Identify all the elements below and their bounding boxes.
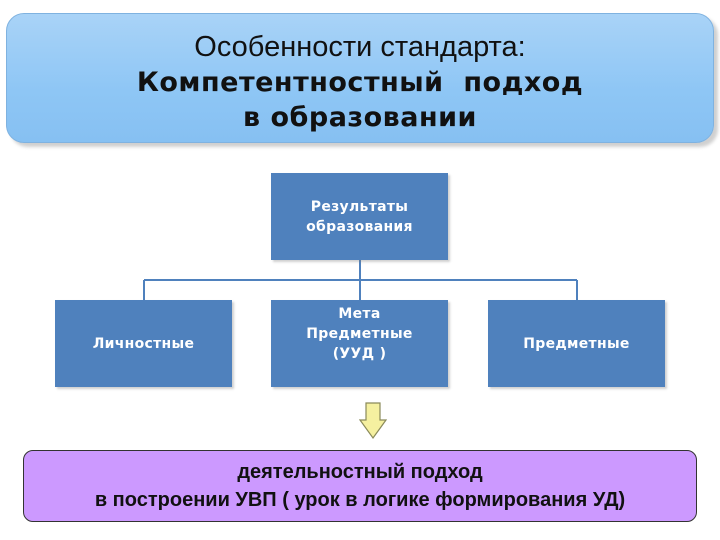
child-box-metasubject: Мета Предметные (УУД )	[271, 300, 448, 387]
conclusion-line-1: деятельностный подход	[237, 461, 483, 483]
title-line-1: Особенности стандарта:	[194, 31, 526, 63]
title-line-3: в образовании	[243, 102, 477, 133]
child-box-label: Предметные	[523, 335, 630, 352]
title-line-2: Компетентностный подход	[136, 67, 584, 98]
conclusion-line-2: в построении УВП ( урок в логике формиро…	[94, 489, 626, 511]
child-box-subject: Предметные	[488, 300, 665, 387]
child-box-label: Мета Предметные (УУД )	[306, 305, 413, 362]
root-box-label: Результаты образования	[306, 198, 413, 235]
child-box-personal: Личностные	[55, 300, 232, 387]
child-box-label: Личностные	[92, 335, 195, 352]
title-banner: Особенности стандарта: Компетентностный …	[6, 13, 714, 143]
root-box: Результаты образования	[271, 173, 448, 260]
conclusion-box: деятельностный подход в построении УВП (…	[23, 450, 697, 522]
down-arrow-icon	[359, 402, 387, 440]
